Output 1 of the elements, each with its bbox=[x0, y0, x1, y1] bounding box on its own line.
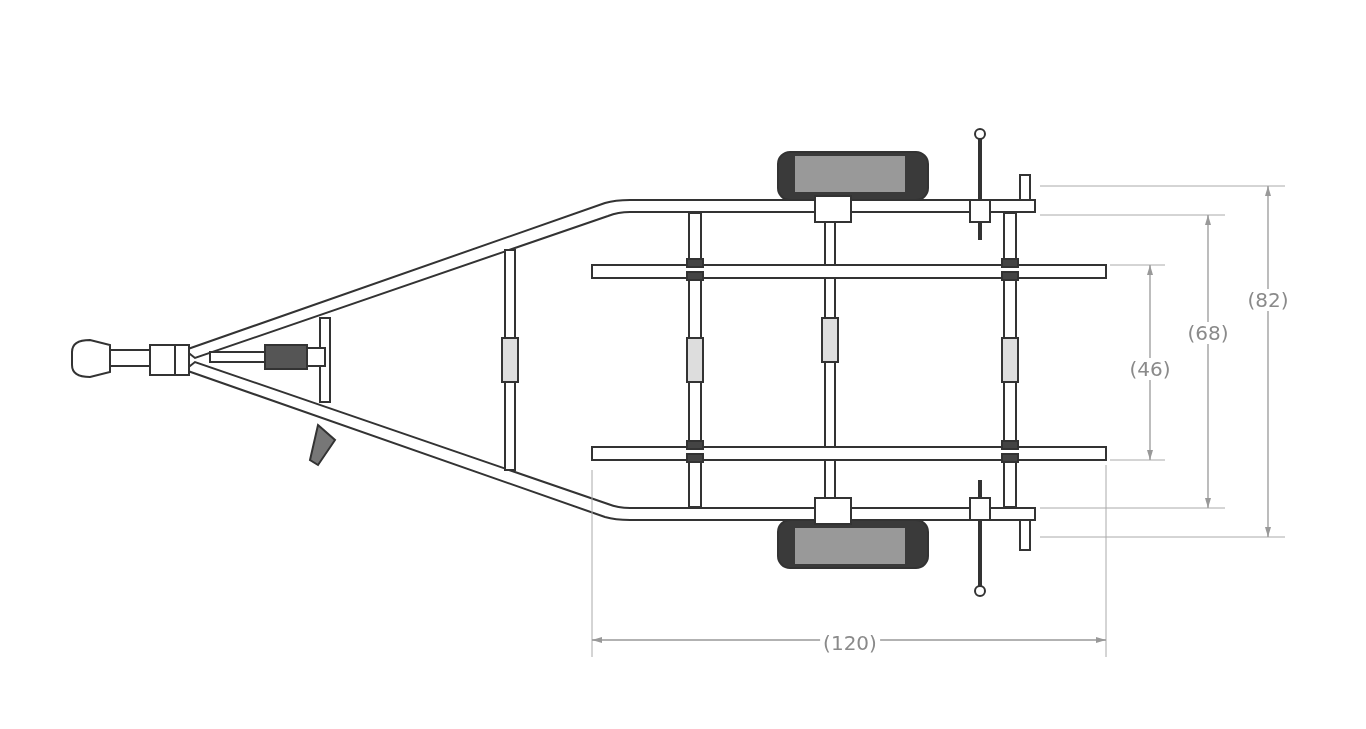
dimension-label: (120) bbox=[820, 632, 880, 654]
